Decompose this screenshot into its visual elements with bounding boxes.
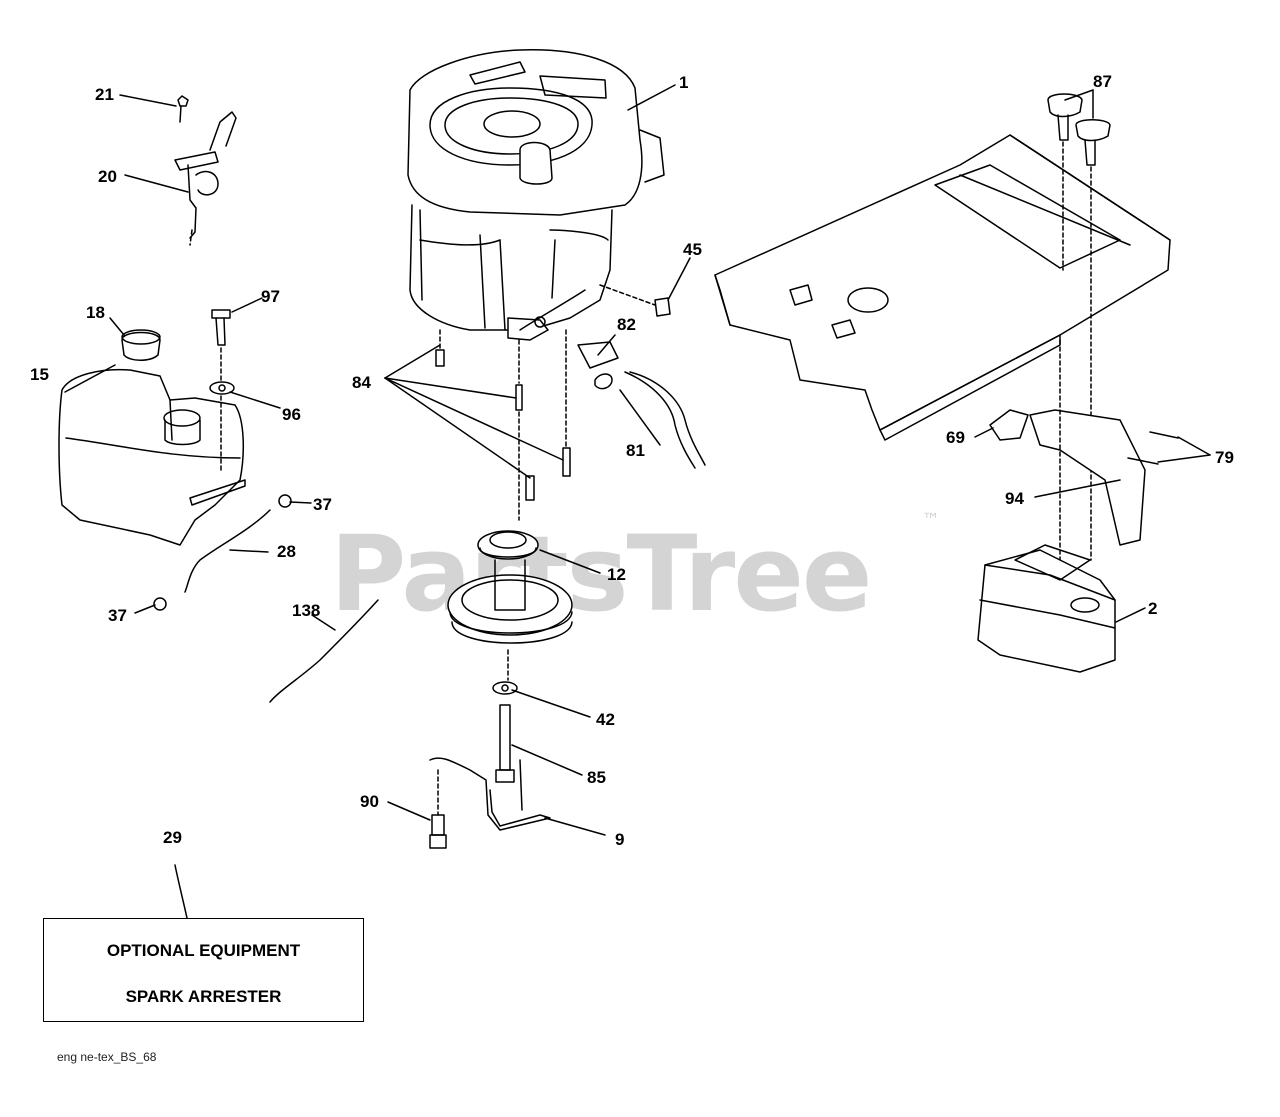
callout-94: 94 xyxy=(1005,489,1024,508)
diagram-code: eng ne-tex_BS_68 xyxy=(57,1050,157,1064)
callout-82: 82 xyxy=(617,315,636,334)
spark-arrester-label: SPARK ARRESTER xyxy=(125,987,282,1006)
bushing-45-part xyxy=(599,284,671,317)
callout-1: 1 xyxy=(679,73,688,92)
callout-84: 84 xyxy=(352,373,371,392)
pulley-12-part xyxy=(447,530,573,681)
callout-85: 85 xyxy=(587,768,606,787)
callout-96: 96 xyxy=(282,405,301,424)
callout-12: 12 xyxy=(607,565,626,584)
callout-90: 90 xyxy=(360,792,379,811)
knobs-87-part xyxy=(1047,93,1111,561)
frame-part xyxy=(714,134,1171,441)
callout-29: 29 xyxy=(163,828,182,847)
callout-20: 20 xyxy=(98,167,117,186)
watermark-text: PartsTree xyxy=(330,513,870,635)
fuel-line-part xyxy=(153,494,292,611)
fuel-cap-part xyxy=(121,329,161,361)
fuel-tank-part xyxy=(58,368,246,546)
callout-69: 69 xyxy=(946,428,965,447)
exhaust-pipe-part xyxy=(989,339,1179,561)
callout-9: 9 xyxy=(615,830,624,849)
callout-42: 42 xyxy=(596,710,615,729)
throttle-control-part xyxy=(174,95,237,246)
callout-37-lower: 37 xyxy=(108,606,127,625)
bolt-97-part xyxy=(209,309,235,471)
optional-equipment-label: OPTIONAL EQUIPMENT xyxy=(106,941,301,960)
bolts-84-part xyxy=(435,329,571,521)
muffler-part xyxy=(977,544,1116,673)
callout-138: 138 xyxy=(292,601,320,620)
callout-45: 45 xyxy=(683,240,702,259)
engine-part xyxy=(407,49,665,341)
callout-18: 18 xyxy=(86,303,105,322)
hose-138-part xyxy=(269,599,379,703)
callout-97: 97 xyxy=(261,287,280,306)
callout-15: 15 xyxy=(30,365,49,384)
callout-2: 2 xyxy=(1148,599,1157,618)
callout-79: 79 xyxy=(1215,448,1234,467)
callout-81: 81 xyxy=(626,441,645,460)
callout-37-upper: 37 xyxy=(313,495,332,514)
leader-lines xyxy=(64,84,1211,919)
callout-labels: 1 2 9 12 15 18 20 21 28 29 37 37 42 45 6… xyxy=(30,72,1234,849)
lower-hardware-part xyxy=(429,681,551,849)
callout-87: 87 xyxy=(1093,72,1112,91)
optional-equipment-box: OPTIONAL EQUIPMENT SPARK ARRESTER xyxy=(43,918,364,1022)
callout-21: 21 xyxy=(95,85,114,104)
callout-28: 28 xyxy=(277,542,296,561)
watermark-trademark: ™ xyxy=(922,510,940,531)
